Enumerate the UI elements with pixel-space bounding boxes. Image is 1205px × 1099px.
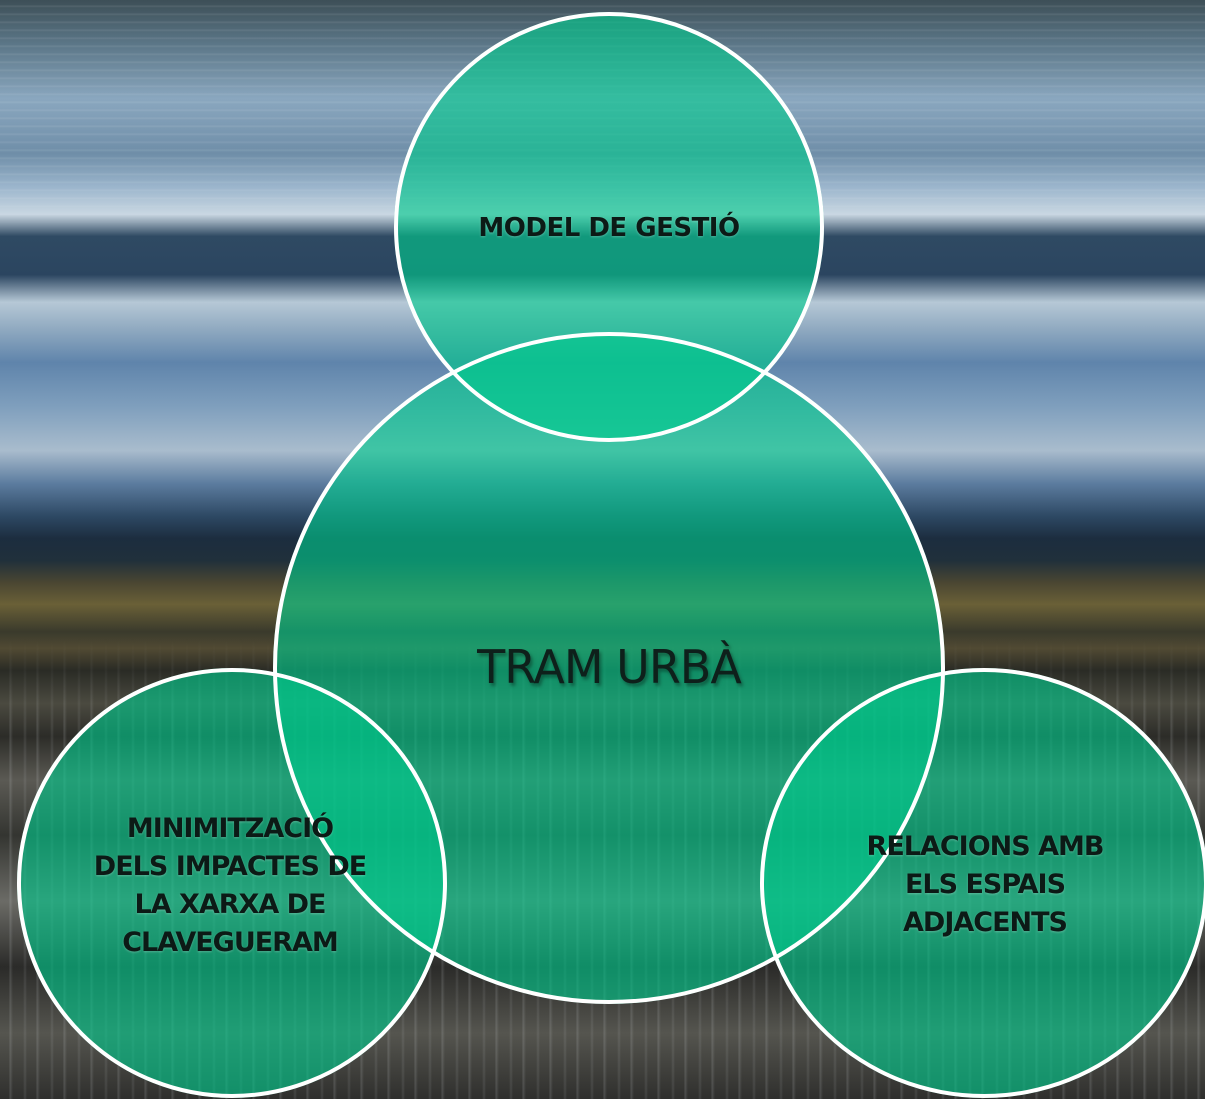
bottom-right-label-line: ADJACENTS [903, 907, 1068, 938]
center-circle-label: TRAM URBÀ [477, 640, 742, 694]
top-circle-outline [394, 12, 824, 442]
top-circle-label: MODEL DE GESTIÓ [478, 213, 740, 243]
bottom-left-circle-outline [17, 668, 447, 1098]
bottom-right-circle-label: RELACIONS AMB ELS ESPAIS ADJACENTS [830, 828, 1140, 942]
bottom-left-label-line: CLAVEGUERAM [122, 927, 339, 958]
bottom-left-label-line: DELS IMPACTES DE [93, 851, 367, 882]
bottom-left-label-line: LA XARXA DE [134, 889, 327, 920]
bottom-left-label-line: MINIMITZACIÓ [126, 813, 334, 844]
bottom-left-circle-label: MINIMITZACIÓ DELS IMPACTES DE LA XARXA D… [70, 810, 390, 962]
bottom-right-label-line: ELS ESPAIS [904, 869, 1066, 900]
bottom-right-label-line: RELACIONS AMB [866, 831, 1105, 862]
